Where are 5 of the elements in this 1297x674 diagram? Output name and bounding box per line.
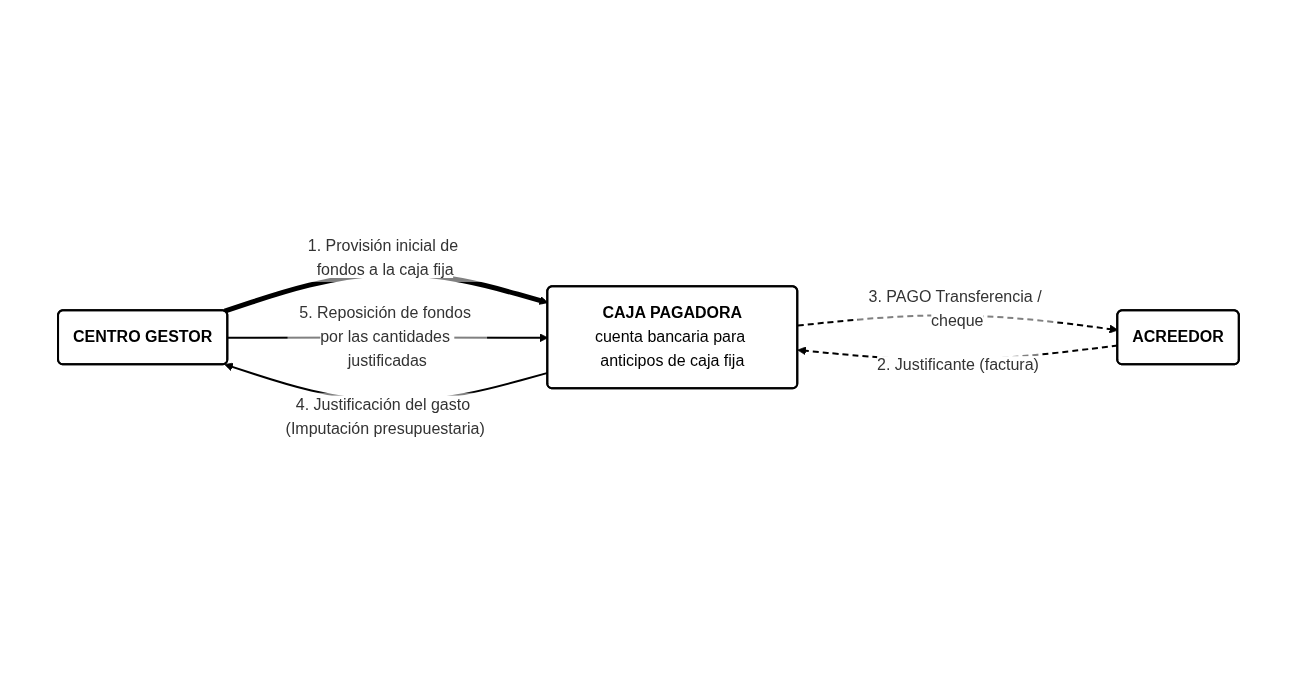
edge-label: 2. Justificante (factura): [877, 355, 1039, 373]
edge-label: 5. Reposición de fondos por las cantidades justificadas: [299, 303, 471, 369]
edge-label: 4. Justificación del gasto (Imputación presupuestaria): [285, 395, 485, 437]
edge-label: 3. PAGO Transferencia / cheque: [868, 287, 1042, 329]
edge-label: 1. Provisión inicial de fondos a la caja fija: [307, 236, 459, 278]
